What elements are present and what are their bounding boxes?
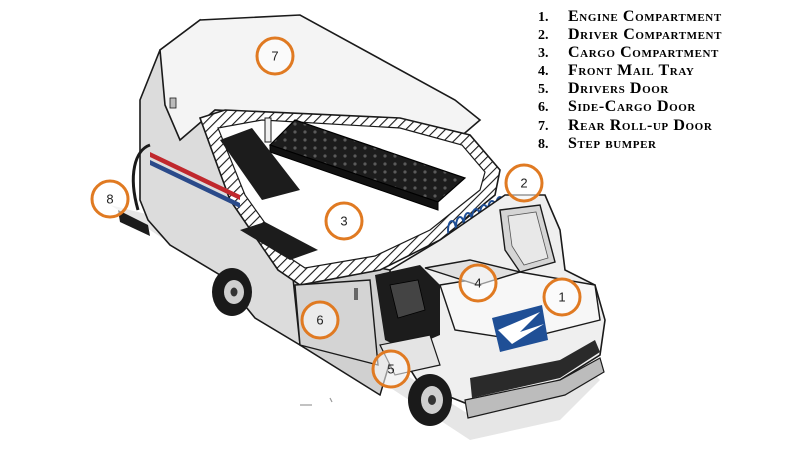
legend-label: Driver Compartment [568,26,723,44]
legend-item: 7. Rear Roll-up Door [538,117,796,135]
marker-label: 8 [106,192,113,207]
ground-tick [329,397,333,403]
legend-number: 8. [538,136,549,152]
marker-label: 5 [387,362,394,377]
marker-ring [90,179,130,219]
marker-2: 2 [504,163,544,203]
marker-1: 1 [542,277,582,317]
legend-item: 2. Driver Compartment [538,26,796,44]
marker-4: 4 [458,263,498,303]
legend-number: 6. [538,100,549,116]
legend-item: 4. Front Mail Tray [538,62,796,80]
marker-ring [371,349,411,389]
legend-number: 2. [538,28,549,44]
wheel-front [408,374,452,426]
legend-number: 5. [538,82,549,98]
windshield-inner [507,211,549,266]
rear-light [169,97,177,109]
driver-seat [389,279,426,319]
marker-3: 3 [324,201,364,241]
legend-label: Step bumper [568,134,657,152]
legend-item: 8. Step bumper [538,135,796,153]
marker-ring [324,201,364,241]
cargo-bin-lower [240,222,318,260]
rear-hose [131,143,151,211]
legend-item: 1. Engine Compartment [538,8,796,26]
front-bumper [464,357,605,419]
legend-label: Front Mail Tray [568,62,695,80]
legend-label: Side-Cargo Door [568,98,696,116]
step-bumper [118,210,150,236]
marker-ring [542,277,582,317]
marker-ring [504,163,544,203]
eagle-logo-icon [492,305,548,352]
legend-label: Rear Roll-up Door [568,116,713,134]
marker-6: 6 [300,300,340,340]
legend-item: 3. Cargo Compartment [538,44,796,62]
legend-item: 5. Drivers Door [538,80,796,98]
marker-ring [255,36,295,76]
wheel-rear [212,268,252,316]
marker-7: 7 [255,36,295,76]
legend-label: Drivers Door [568,80,669,98]
marker-ring [300,300,340,340]
front-grille [470,340,600,398]
door-handle [354,288,358,300]
legend-number: 7. [538,118,549,134]
legend-label: Cargo Compartment [568,44,719,62]
marker-label: 3 [340,214,347,229]
marker-label: 1 [558,290,565,305]
shelf-tray-edge [269,144,439,211]
marker-layer: 1 2 3 4 5 6 7 8 [90,36,582,389]
marker-ring [458,263,498,303]
legend-number: 1. [538,10,549,25]
marker-label: 4 [474,276,481,291]
legend-number: 3. [538,46,549,62]
stripe-red [150,152,240,200]
legend-label: Engine Compartment [568,8,722,25]
cargo-bin-left [220,128,300,200]
marker-label: 6 [316,313,323,328]
marker-5: 5 [371,349,411,389]
legend: 1. Engine Compartment 2. Driver Compartmen… [538,8,796,153]
legend-item: 6. Side-Cargo Door [538,98,796,116]
marker-label: 2 [520,176,527,191]
marker-label: 7 [271,49,278,64]
stripe-blue [150,160,240,208]
shelf-post [264,117,272,143]
legend-number: 4. [538,64,549,80]
marker-8: 8 [90,179,130,219]
